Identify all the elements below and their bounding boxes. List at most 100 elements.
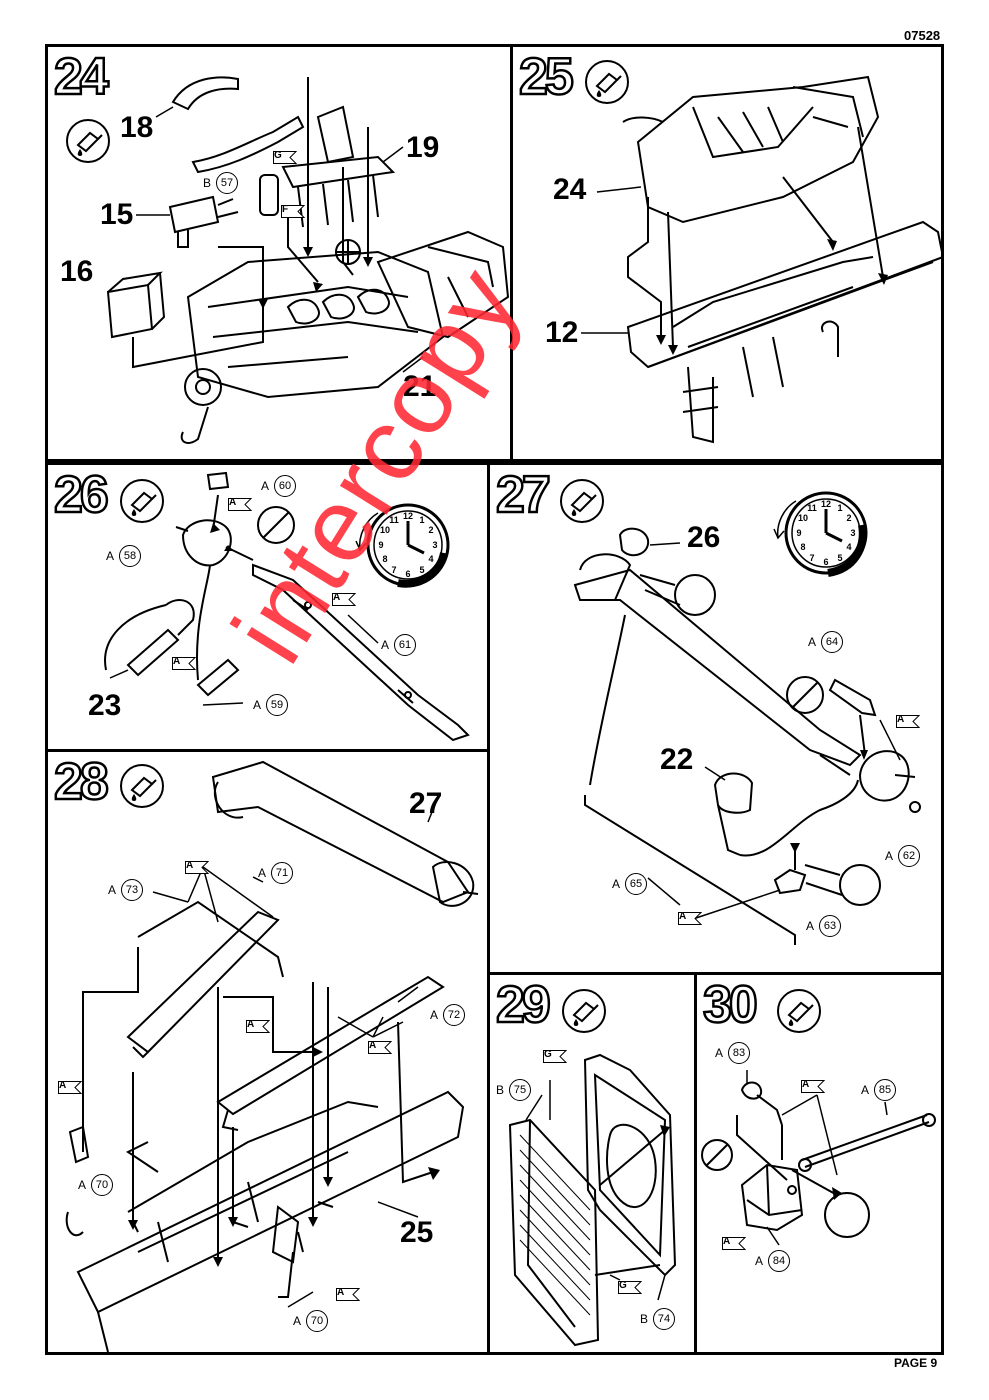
part-57-callout: B 57 [203, 172, 239, 194]
part-12-label: 12 [545, 316, 579, 349]
glue-icon [560, 479, 604, 523]
svg-text:2: 2 [846, 513, 851, 523]
svg-text:12: 12 [403, 511, 413, 521]
part-75-callout: B 75 [496, 1079, 532, 1101]
part-18-label: 18 [120, 111, 154, 144]
engine-to-chassis-drawing [581, 75, 941, 444]
part-27-label: 27 [409, 787, 443, 820]
part-19-label: 19 [406, 131, 440, 164]
glue-icon [120, 479, 164, 523]
part-71-callout: A 71 [258, 862, 294, 884]
part-58-callout: A 58 [106, 545, 142, 567]
part-59-callout: A 59 [253, 694, 289, 716]
glue-icon [585, 60, 629, 104]
svg-text:11: 11 [389, 515, 399, 525]
svg-text:5: 5 [419, 565, 424, 575]
part-70-callout: A 70 [78, 1174, 114, 1196]
part-64-callout: A 64 [808, 631, 844, 653]
axle-steering-drawing [573, 527, 921, 945]
glue-icon [777, 989, 821, 1033]
sprue-flag-g: G [543, 1049, 568, 1063]
glue-icon [562, 989, 606, 1033]
svg-text:6: 6 [405, 569, 410, 579]
part-22-label: 22 [660, 743, 694, 776]
sprue-flag-a: A [228, 497, 253, 511]
sprue-flag-a: A [246, 1019, 271, 1033]
radiator-drawing [508, 1053, 677, 1347]
svg-text:1: 1 [837, 503, 842, 513]
sprue-flag-a: A [336, 1287, 361, 1301]
step-number: 25 [518, 48, 575, 106]
glue-icon [120, 764, 164, 808]
svg-text:10: 10 [798, 513, 808, 523]
part-24-label: 24 [553, 173, 587, 206]
document-code: 07528 [904, 28, 941, 43]
sprue-flag-g: G [618, 1280, 643, 1294]
part-85-callout: A 85 [861, 1079, 897, 1101]
part-83-callout: A 83 [715, 1042, 751, 1064]
svg-text:1: 1 [419, 515, 424, 525]
step-24-panel: 24 18 19 15 16 21 B 57 G F [45, 44, 513, 462]
part-84-callout: A 84 [755, 1250, 791, 1272]
sprue-flag-g: G [273, 150, 298, 164]
part-74-callout: B 74 [640, 1308, 676, 1330]
svg-text:10: 10 [380, 525, 390, 535]
sprue-flag-a: A [172, 656, 197, 670]
sprue-flag-a: A [801, 1079, 826, 1093]
part-25-label: 25 [400, 1216, 434, 1249]
step-number: 27 [495, 466, 552, 524]
svg-text:3: 3 [432, 540, 437, 550]
step-number: 29 [495, 976, 552, 1034]
part-16-label: 16 [60, 255, 94, 288]
svg-text:5: 5 [837, 553, 842, 563]
step-number: 30 [702, 976, 759, 1034]
part-60-callout: A 60 [261, 475, 297, 497]
part-23-label: 23 [88, 689, 122, 722]
svg-text:8: 8 [800, 542, 805, 552]
sprue-flag-a: A [58, 1080, 83, 1094]
svg-text:6: 6 [823, 557, 828, 567]
sprue-flag-a: A [332, 592, 357, 606]
part-65-callout: A 65 [612, 873, 648, 895]
glue-icon [66, 119, 110, 163]
steering-box-drawing [701, 1070, 936, 1246]
svg-text:4: 4 [428, 554, 433, 564]
svg-text:7: 7 [809, 553, 814, 563]
svg-text:11: 11 [807, 503, 817, 513]
step-30-panel: 30 A 83 A 85 A 84 A A [694, 972, 944, 1355]
part-26-label: 26 [687, 521, 721, 554]
step-29-panel: 29 B 75 B 74 G G [487, 972, 697, 1355]
svg-text:7: 7 [391, 565, 396, 575]
svg-text:9: 9 [796, 528, 801, 538]
svg-text:12: 12 [821, 499, 831, 509]
sprue-flag-a: A [368, 1040, 393, 1054]
part-70-callout: A 70 [293, 1310, 329, 1332]
sprue-flag-a: A [722, 1236, 747, 1250]
step-25-panel: 25 24 12 [510, 44, 944, 462]
step-28-panel: 28 27 25 A 73 A 71 A 72 A 70 A 70 A A A … [45, 749, 490, 1355]
part-21-label: 21 [403, 370, 437, 403]
sprue-flag-a: A [185, 860, 210, 874]
front-axle-drawing [104, 471, 470, 742]
part-73-callout: A 73 [108, 879, 144, 901]
svg-text:2: 2 [428, 525, 433, 535]
svg-text:9: 9 [378, 540, 383, 550]
part-62-callout: A 62 [885, 845, 921, 867]
svg-text:3: 3 [850, 528, 855, 538]
step-number: 24 [53, 48, 110, 106]
sprue-flag-f: F [281, 204, 306, 218]
part-61-callout: A 61 [381, 634, 417, 656]
svg-text:8: 8 [382, 554, 387, 564]
leaf-spring-chassis-drawing [65, 760, 479, 1352]
engine-assembly-drawing [106, 76, 510, 444]
page-number: PAGE 9 [894, 1356, 938, 1370]
part-63-callout: A 63 [806, 915, 842, 937]
part-72-callout: A 72 [430, 1004, 466, 1026]
svg-text:4: 4 [846, 542, 851, 552]
part-15-label: 15 [100, 198, 134, 231]
sprue-flag-a: A [678, 911, 703, 925]
